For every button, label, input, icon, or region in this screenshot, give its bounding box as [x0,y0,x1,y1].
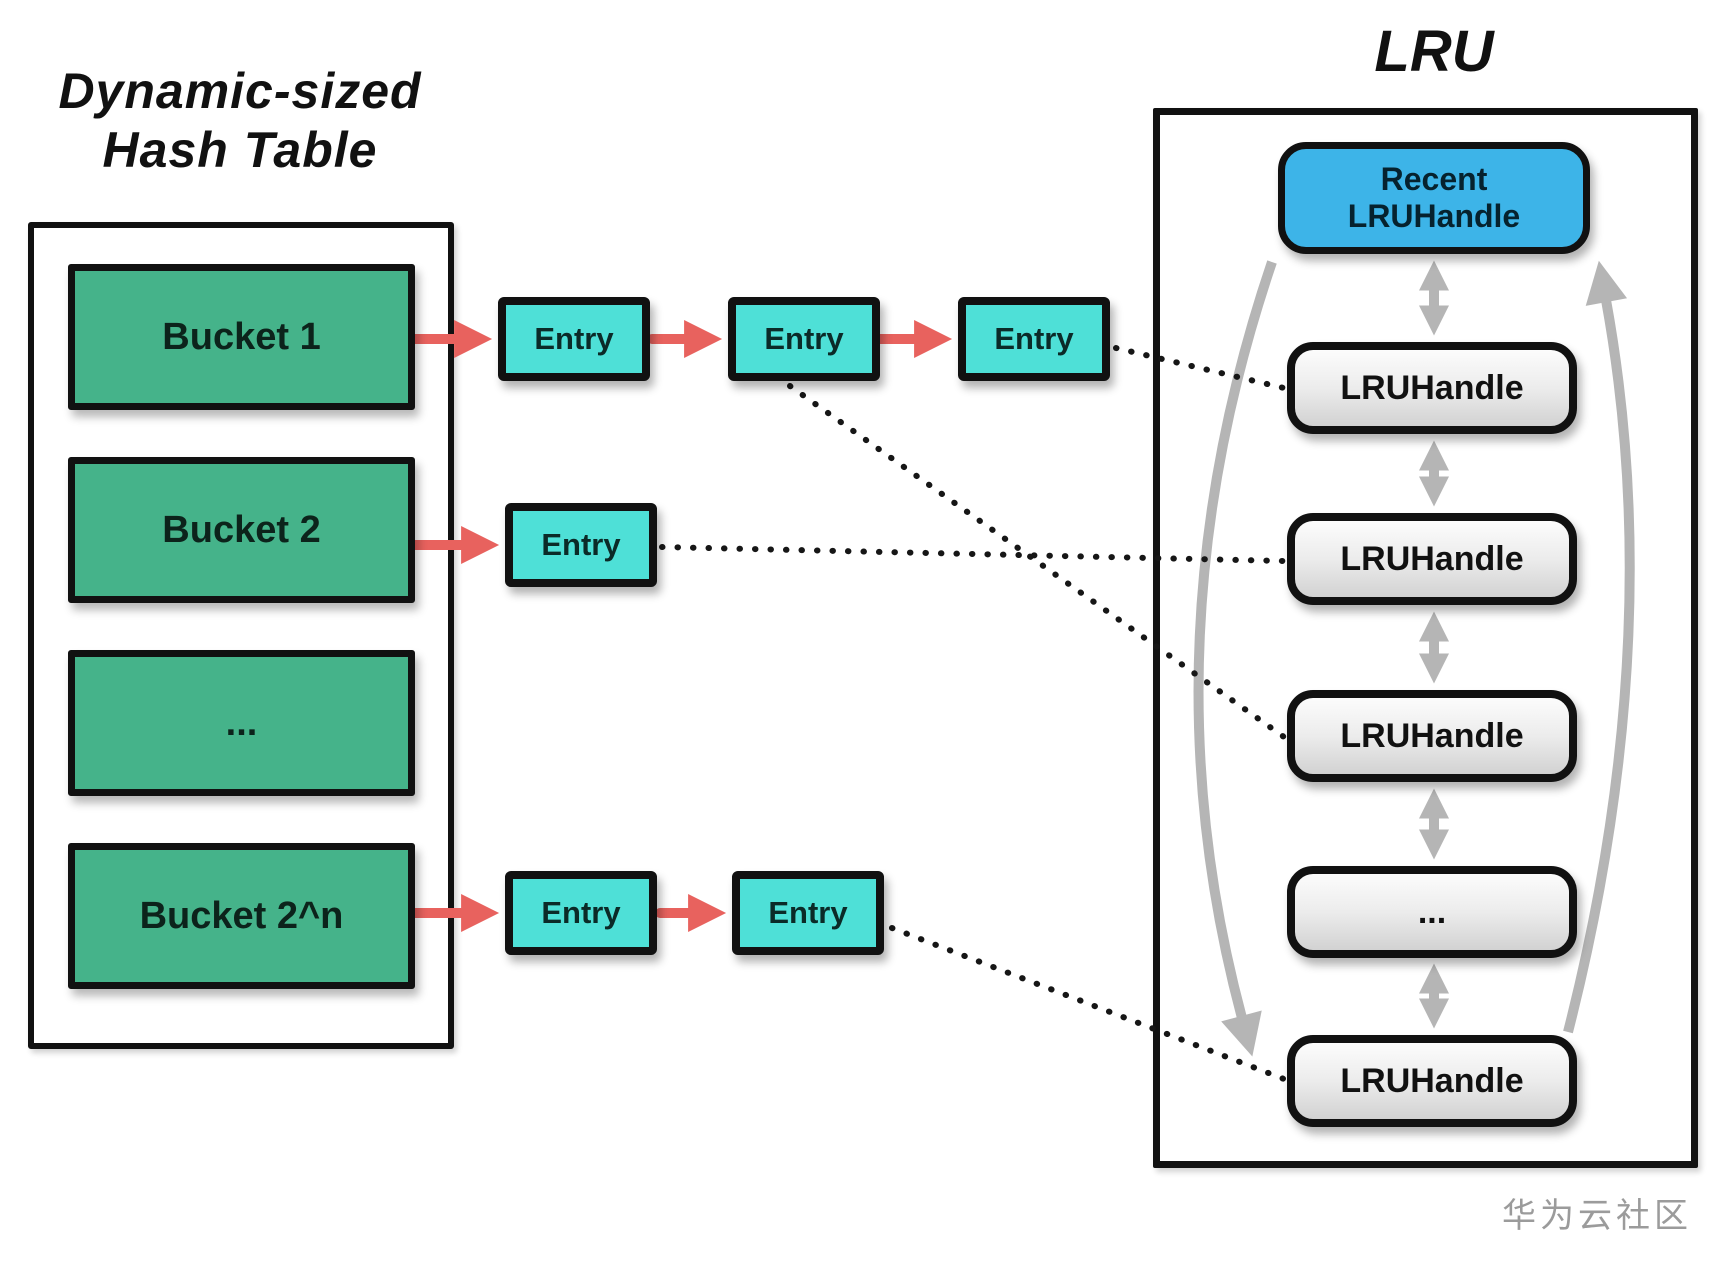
lru-handle-1-label: LRUHandle [1340,368,1524,407]
entry-b1-3: Entry [958,297,1110,381]
lru-handle-2-label: LRUHandle [1340,539,1524,578]
lru-handle-5: LRUHandle [1287,1035,1577,1127]
bucket-2-label: Bucket 2 [162,508,321,551]
hash-table-title-line2: Hash Table [102,122,378,178]
entry-b1-2-label: Entry [764,321,844,356]
lru-handle-1: LRUHandle [1287,342,1577,434]
lru-handle-3: LRUHandle [1287,690,1577,782]
entry-b1-2: Entry [728,297,880,381]
lru-handle-ellipsis: ... [1287,866,1577,958]
lru-title: LRU [1374,19,1494,84]
lru-recent-line2: LRUHandle [1347,198,1521,234]
lru-cycle-arrows [1193,260,1635,1057]
lru-recent-handle: Recent LRUHandle [1278,142,1590,254]
entry-b2-1: Entry [505,503,657,587]
dotted-link-b2entry-handle2 [659,544,1287,564]
hash-table-title: Dynamic-sized Hash Table [20,62,460,180]
lru-handle-5-label: LRUHandle [1340,1061,1524,1100]
lru-recent-line1: Recent [1380,161,1488,198]
entry-b1-1-label: Entry [534,321,614,356]
bucket-2: Bucket 2 [68,457,415,603]
red-chain-arrows [405,320,953,932]
entry-b1-3-label: Entry [994,321,1074,356]
entry-b2-1-label: Entry [541,527,621,562]
entry-b2n-2: Entry [732,871,884,955]
bucket-2n: Bucket 2^n [68,843,415,989]
hash-table-title-line1: Dynamic-sized [58,63,422,119]
bucket-1: Bucket 1 [68,264,415,410]
bucket-1-label: Bucket 1 [162,315,321,358]
lru-handle-ellipsis-label: ... [1417,892,1447,931]
entry-b2n-1-label: Entry [541,895,621,930]
entry-b2n-2-label: Entry [768,895,848,930]
entry-b1-1: Entry [498,297,650,381]
lru-handle-2: LRUHandle [1287,513,1577,605]
bucket-2n-label: Bucket 2^n [139,894,344,937]
lru-handle-3-label: LRUHandle [1340,716,1524,755]
lru-cycle-arrow-left [1193,260,1277,1057]
dotted-link-entry3-handle1 [1113,345,1287,391]
bucket-ellipsis: ... [68,650,415,796]
bucket-ellipsis-label: ... [225,701,258,744]
lru-cycle-arrow-right [1563,260,1635,1034]
hash-to-lru-dotted-links [659,345,1287,1082]
entry-b2n-1: Entry [505,871,657,955]
watermark-text: 华为云社区 [1502,1197,1692,1235]
